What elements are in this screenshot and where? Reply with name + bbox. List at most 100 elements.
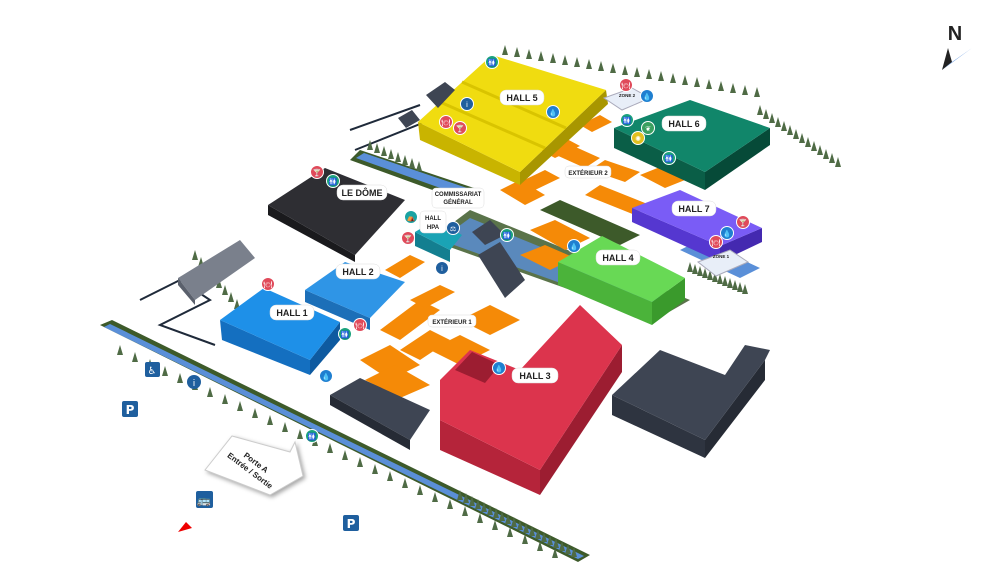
info-point-icon[interactable]: i (187, 375, 201, 389)
leaf-icon[interactable]: ❦ (641, 121, 655, 135)
network-icon[interactable]: ✺ (631, 131, 645, 145)
label-hall-6[interactable]: HALL 6 (661, 115, 707, 132)
hall-5-building[interactable] (418, 55, 608, 185)
toilets-icon[interactable]: 🚻 (662, 151, 676, 165)
svg-text:💧: 💧 (322, 372, 331, 381)
poi-icons: 🚻i🍽🍸💧🍽💧🚻❦✺🚻🍸💧🍽💧🚻⚖⛺🍸i🍸🚻🍽🍽🚻💧💧🚻 (261, 55, 750, 443)
restaurant-icon[interactable]: 🍽 (261, 277, 275, 291)
tree-icon (769, 113, 775, 123)
water-icon[interactable]: 💧 (640, 89, 654, 103)
water-icon[interactable]: 💧 (492, 361, 506, 375)
tree-icon (492, 520, 498, 530)
paths (139, 104, 431, 346)
tree-icon (757, 105, 763, 115)
tree-icon (835, 157, 841, 167)
tree-icon (805, 137, 811, 147)
porte-a-entrance-sign[interactable]: Porte A Entrée / Sortie (204, 435, 304, 496)
tree-icon (514, 47, 520, 57)
tree-icon (598, 61, 604, 71)
commissariat-label-line2: GÉNÉRAL (443, 198, 473, 206)
hall-3-building[interactable] (440, 305, 622, 495)
toilets-icon[interactable]: 🚻 (305, 429, 319, 443)
label-hall-5[interactable]: HALL 5 (499, 89, 545, 106)
tree-icon (462, 506, 468, 516)
label-hall-7[interactable]: HALL 7 (671, 200, 717, 217)
tree-icon (395, 152, 401, 162)
bar-icon[interactable]: 🍸 (401, 231, 415, 245)
hpa-icon[interactable]: ⛺ (404, 210, 418, 224)
svg-text:🚻: 🚻 (329, 177, 338, 186)
parking-letter: P (347, 517, 356, 531)
water-icon[interactable]: 💧 (567, 239, 581, 253)
tree-icon (117, 345, 123, 355)
tree-icon (586, 59, 592, 69)
tree-icon (742, 284, 748, 294)
tree-icon (367, 140, 373, 150)
restaurant-icon[interactable]: 🍽 (709, 235, 723, 249)
tree-icon (692, 264, 698, 274)
tree-icon (357, 457, 363, 467)
svg-text:💧: 💧 (495, 364, 504, 373)
label-le-dome[interactable]: LE DÔME (336, 184, 388, 201)
tree-icon (702, 268, 708, 278)
parking-icon[interactable]: P (122, 401, 138, 417)
label-hall-4[interactable]: HALL 4 (595, 249, 641, 266)
bar-icon[interactable]: 🍸 (736, 215, 750, 229)
tree-icon (538, 51, 544, 61)
parking-icon[interactable]: P (343, 515, 359, 531)
svg-text:✺: ✺ (635, 135, 641, 143)
bus-stop-icon[interactable]: 🚌 (196, 491, 213, 508)
restaurant-icon[interactable]: 🍽 (619, 78, 633, 92)
restaurant-icon[interactable]: 🍽 (439, 115, 453, 129)
toilets-icon[interactable]: 🚻 (326, 174, 340, 188)
toilets-icon[interactable]: 🚻 (500, 228, 514, 242)
svg-text:i: i (193, 379, 196, 389)
tree-icon (742, 85, 748, 95)
tree-icon (535, 529, 541, 539)
zone-1-tent (696, 249, 750, 277)
hall-2-building[interactable] (305, 262, 405, 330)
info-icon[interactable]: i (435, 261, 449, 275)
water-icon[interactable]: 💧 (546, 105, 560, 119)
tree-icon (457, 490, 463, 500)
exhibition-lot (640, 165, 690, 188)
commissariat-label-line1: COMMISSARIAT (435, 192, 482, 198)
tree-icon (553, 538, 559, 548)
dark-buildings (330, 82, 525, 450)
tree-icon (799, 133, 805, 143)
toilets-icon[interactable]: 🚻 (485, 55, 499, 69)
hall-1-building[interactable] (220, 288, 340, 375)
tree-icon (507, 527, 513, 537)
label-hall-1[interactable]: HALL 1 (269, 304, 315, 321)
toilets-icon[interactable]: 🚻 (620, 113, 634, 127)
tree-icon (622, 65, 628, 75)
label-hall-3[interactable]: HALL 3 (511, 367, 559, 384)
tree-icon (177, 373, 183, 383)
restaurant-icon[interactable]: 🍽 (353, 318, 367, 332)
exhibition-lot (410, 285, 455, 308)
label-exterieur-1[interactable]: EXTÉRIEUR 1 (427, 314, 477, 328)
tree-icon (547, 535, 553, 545)
tree-icon (670, 73, 676, 83)
label-exterieur-2[interactable]: EXTÉRIEUR 2 (564, 165, 612, 179)
toilets-icon[interactable]: 🚻 (338, 327, 352, 341)
bar-icon[interactable]: 🍸 (453, 121, 467, 135)
svg-text:🍸: 🍸 (404, 234, 413, 243)
hall-4-building[interactable] (558, 236, 685, 325)
bar-icon[interactable]: 🍸 (310, 165, 324, 179)
label-hall-2[interactable]: HALL 2 (335, 263, 381, 280)
water-icon[interactable]: 💧 (720, 226, 734, 240)
tree-icon (481, 502, 487, 512)
water-icon[interactable]: 💧 (319, 369, 333, 383)
tree-icon (706, 79, 712, 89)
tree-icon (387, 471, 393, 481)
accessible-parking-icon[interactable]: ♿ (145, 362, 160, 377)
tree-icon (732, 280, 738, 290)
tree-icon (817, 145, 823, 155)
hall-6-building[interactable] (614, 100, 770, 190)
justice-icon[interactable]: ⚖ (446, 221, 460, 235)
info-icon[interactable]: i (460, 97, 474, 111)
